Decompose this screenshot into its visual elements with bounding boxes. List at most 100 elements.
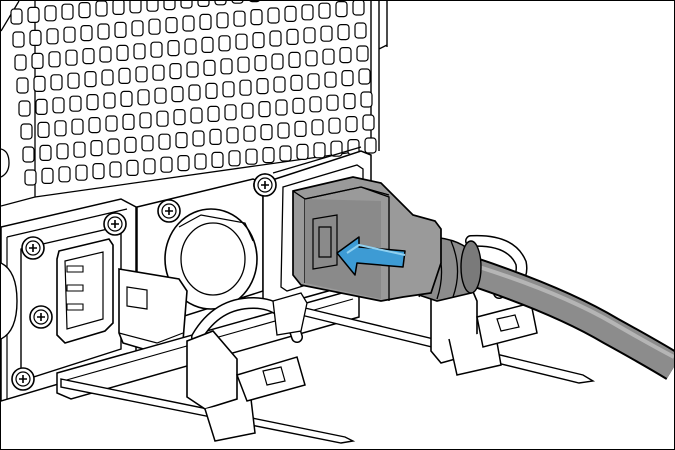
vent-hole: [150, 41, 163, 58]
vent-hole: [233, 10, 246, 27]
vent-hole: [211, 151, 224, 168]
vent-hole: [75, 164, 88, 181]
vent-hole: [48, 51, 61, 68]
vent-hole: [156, 110, 169, 127]
vent-hole: [337, 24, 350, 41]
vent-hole: [254, 54, 267, 72]
vent-hole: [271, 53, 284, 70]
vent-hole: [44, 5, 57, 22]
vent-hole: [214, 1, 227, 6]
vent-hole: [258, 100, 271, 118]
vent-hole: [33, 75, 46, 93]
vent-hole: [326, 94, 339, 111]
vent-hole: [286, 28, 299, 45]
vent-hole: [224, 104, 237, 121]
vent-hole: [50, 74, 63, 91]
vent-hole: [231, 1, 244, 4]
vent-hole: [180, 1, 193, 9]
vent-hole: [124, 136, 137, 153]
vent-hole: [22, 146, 35, 163]
vent-hole: [188, 84, 201, 101]
power-supply-bay-middle: [118, 173, 277, 354]
vent-hole: [182, 15, 195, 32]
vent-hole: [71, 118, 84, 135]
vent-hole: [190, 107, 203, 124]
vent-hole: [267, 7, 280, 24]
vent-hole: [163, 1, 176, 11]
cable-clip-open: [186, 292, 308, 442]
vent-hole: [12, 31, 25, 48]
vent-hole: [362, 114, 375, 131]
power-cord-plug: [292, 176, 482, 302]
vent-hole: [239, 79, 252, 96]
vent-hole: [69, 95, 82, 112]
vent-hole: [90, 140, 103, 157]
vent-hole: [97, 23, 110, 40]
vent-hole: [65, 49, 78, 66]
vent-hole: [139, 112, 152, 129]
screw-icon: [253, 173, 277, 197]
vent-hole: [318, 2, 331, 19]
power-inlet: [56, 238, 114, 344]
vent-hole: [165, 17, 178, 34]
vent-hole: [158, 133, 171, 150]
vent-hole: [118, 67, 131, 85]
vent-hole: [24, 169, 37, 186]
vent-hole: [192, 130, 205, 147]
vent-hole: [31, 52, 44, 70]
vent-hole: [309, 96, 322, 113]
insert-arrow-icon: [336, 236, 406, 276]
vent-hole: [328, 117, 341, 134]
vent-hole: [126, 159, 139, 176]
vent-hole: [160, 156, 173, 173]
vent-hole: [294, 120, 307, 138]
vent-hole: [63, 26, 76, 43]
vent-hole: [88, 116, 101, 134]
vent-hole: [345, 115, 358, 133]
vent-hole: [14, 54, 27, 71]
vent-hole: [288, 51, 301, 69]
vent-hole: [105, 115, 118, 132]
vent-hole: [330, 140, 343, 157]
vent-hole: [199, 13, 212, 30]
vent-hole: [58, 166, 71, 183]
vent-hole: [143, 158, 156, 175]
power-supply-bay-left: [1, 198, 137, 402]
vent-hole: [339, 46, 352, 64]
screw-icon: [29, 305, 53, 329]
vent-hole: [80, 25, 93, 42]
vent-hole: [292, 97, 305, 115]
vent-hole: [54, 120, 67, 137]
vent-hole: [203, 59, 216, 77]
vent-hole: [52, 97, 65, 114]
vent-hole: [137, 89, 150, 106]
vent-hole: [46, 28, 59, 45]
vent-hole: [245, 148, 258, 165]
vent-hole: [78, 1, 91, 19]
vent-hole: [171, 85, 184, 103]
screw-icon: [103, 212, 127, 236]
vent-hole: [284, 5, 297, 23]
vent-hole: [152, 64, 165, 81]
vent-hole: [194, 153, 207, 170]
vent-hole: [92, 163, 105, 180]
vent-hole: [220, 58, 233, 75]
vent-hole: [201, 36, 214, 54]
vent-hole: [29, 29, 42, 46]
vent-hole: [296, 143, 309, 160]
vent-hole: [197, 1, 210, 7]
vent-hole: [222, 81, 235, 98]
vent-hole: [226, 127, 239, 144]
vent-hole: [167, 39, 180, 57]
vent-hole: [37, 121, 50, 139]
vent-hole: [311, 119, 324, 136]
vent-hole: [41, 167, 54, 184]
vent-hole: [116, 44, 129, 62]
vent-hole: [273, 76, 286, 93]
vent-hole: [109, 161, 122, 178]
vent-hole: [107, 138, 120, 155]
vent-hole: [177, 155, 190, 172]
vent-hole: [84, 70, 97, 88]
vent-hole: [335, 1, 348, 18]
